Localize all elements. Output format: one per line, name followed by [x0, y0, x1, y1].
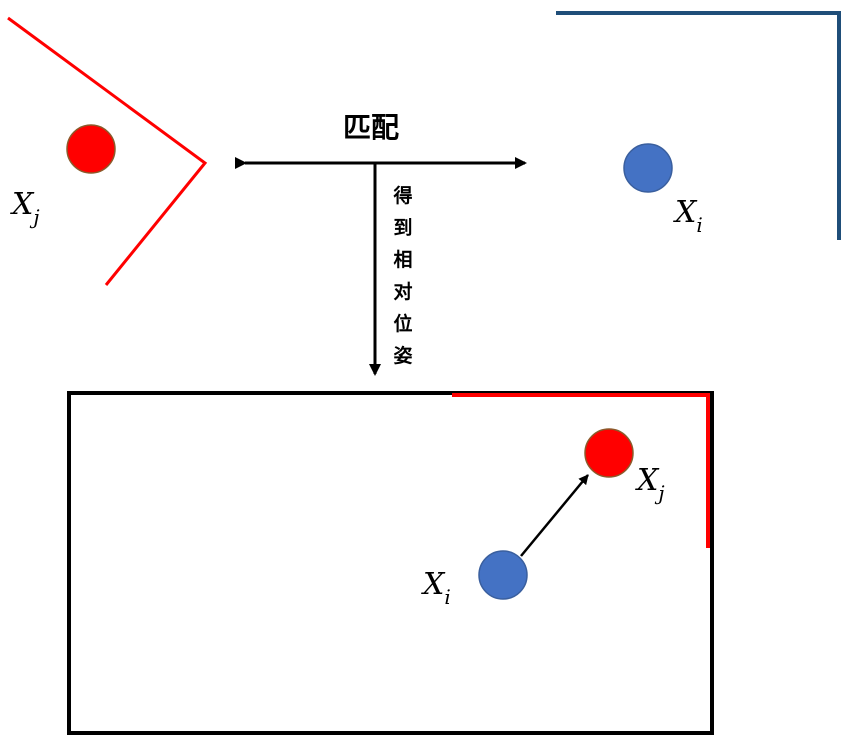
point-xj-top	[66, 124, 116, 174]
svg-text:位: 位	[393, 312, 412, 335]
svg-text:到: 到	[393, 217, 412, 239]
frame-i-corner	[556, 11, 841, 240]
svg-text:得: 得	[392, 184, 412, 207]
label-xj-box: Xj	[635, 463, 665, 505]
label-xi-box: Xi	[421, 567, 451, 609]
frame-j-corner	[7, 16, 208, 286]
label-xi-top: Xi	[673, 195, 703, 237]
result-box	[67, 391, 714, 735]
point-xi-box	[478, 550, 528, 600]
svg-text:相: 相	[393, 249, 412, 271]
point-xi-top	[623, 143, 673, 193]
point-xj-box	[584, 428, 634, 478]
match-label: 匹配	[343, 111, 399, 144]
result-frame-j-corner	[452, 393, 710, 548]
svg-text:姿: 姿	[393, 344, 412, 367]
relative-pose-arrow	[520, 474, 589, 557]
svg-text:对: 对	[393, 280, 412, 303]
label-xj-top: Xj	[10, 187, 40, 229]
pose-label: 得 到 相 对 位 姿	[392, 184, 412, 367]
